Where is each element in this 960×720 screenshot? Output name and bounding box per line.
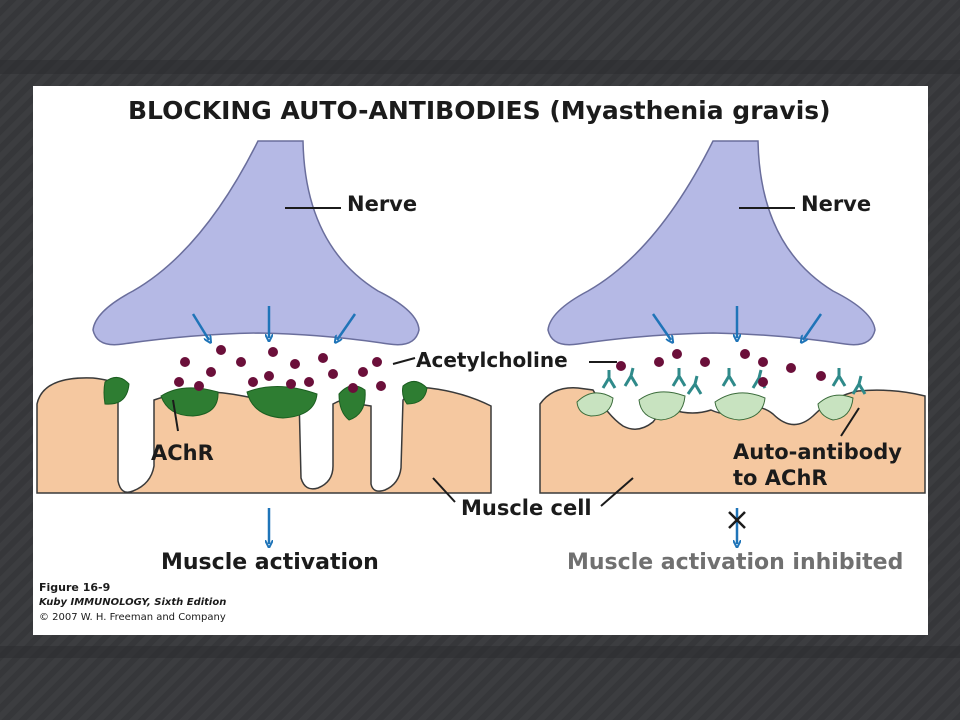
label-acetylcholine: Acetylcholine (416, 348, 568, 372)
label-nerve-left: Nerve (347, 192, 418, 216)
label-muscle-activation: Muscle activation (161, 550, 379, 575)
synapse-diagram (36, 140, 926, 635)
achr-receptor (576, 392, 614, 417)
achr-receptors-blocked (576, 391, 854, 421)
acetylcholine-molecules-right (616, 349, 826, 387)
achr-receptor (638, 391, 686, 421)
achr-receptor (817, 394, 854, 421)
label-achr: AChR (151, 441, 214, 465)
muscle-cell-left (36, 377, 492, 494)
figure-panel: BLOCKING AUTO-ANTIBODIES (Myasthenia gra… (33, 86, 928, 635)
release-arrows-right (651, 306, 823, 340)
auto-antibodies (601, 367, 867, 395)
leader-lines (172, 207, 860, 507)
block-x-icon (728, 511, 746, 529)
achr-receptor (246, 385, 318, 419)
caption-copyright: © 2007 W. H. Freeman and Company (39, 612, 226, 623)
activation-arrows (269, 508, 737, 544)
label-auto-antibody-target: to AChR (733, 466, 828, 490)
label-muscle-cell: Muscle cell (461, 496, 592, 520)
nerve-terminal-right (547, 140, 876, 346)
release-arrows-left (191, 306, 357, 340)
label-auto-antibody: Auto-antibody (733, 440, 902, 464)
achr-receptor (103, 377, 130, 405)
slide-band-bottom (0, 646, 960, 658)
achr-receptor (714, 392, 766, 421)
caption-book: Kuby IMMUNOLOGY, Sixth Edition (39, 597, 227, 608)
slide-band-top (0, 60, 960, 74)
nerve-terminal-left (92, 140, 420, 346)
figure-title: BLOCKING AUTO-ANTIBODIES (Myasthenia gra… (128, 96, 831, 125)
label-muscle-activation-inhibited: Muscle activation inhibited (567, 550, 904, 575)
achr-receptor (402, 381, 428, 405)
label-nerve-right: Nerve (801, 192, 872, 216)
figure-caption: Figure 16-9 Kuby IMMUNOLOGY, Sixth Editi… (39, 580, 226, 625)
acetylcholine-molecules-left (174, 345, 386, 393)
caption-figure-number: Figure 16-9 (39, 581, 111, 594)
